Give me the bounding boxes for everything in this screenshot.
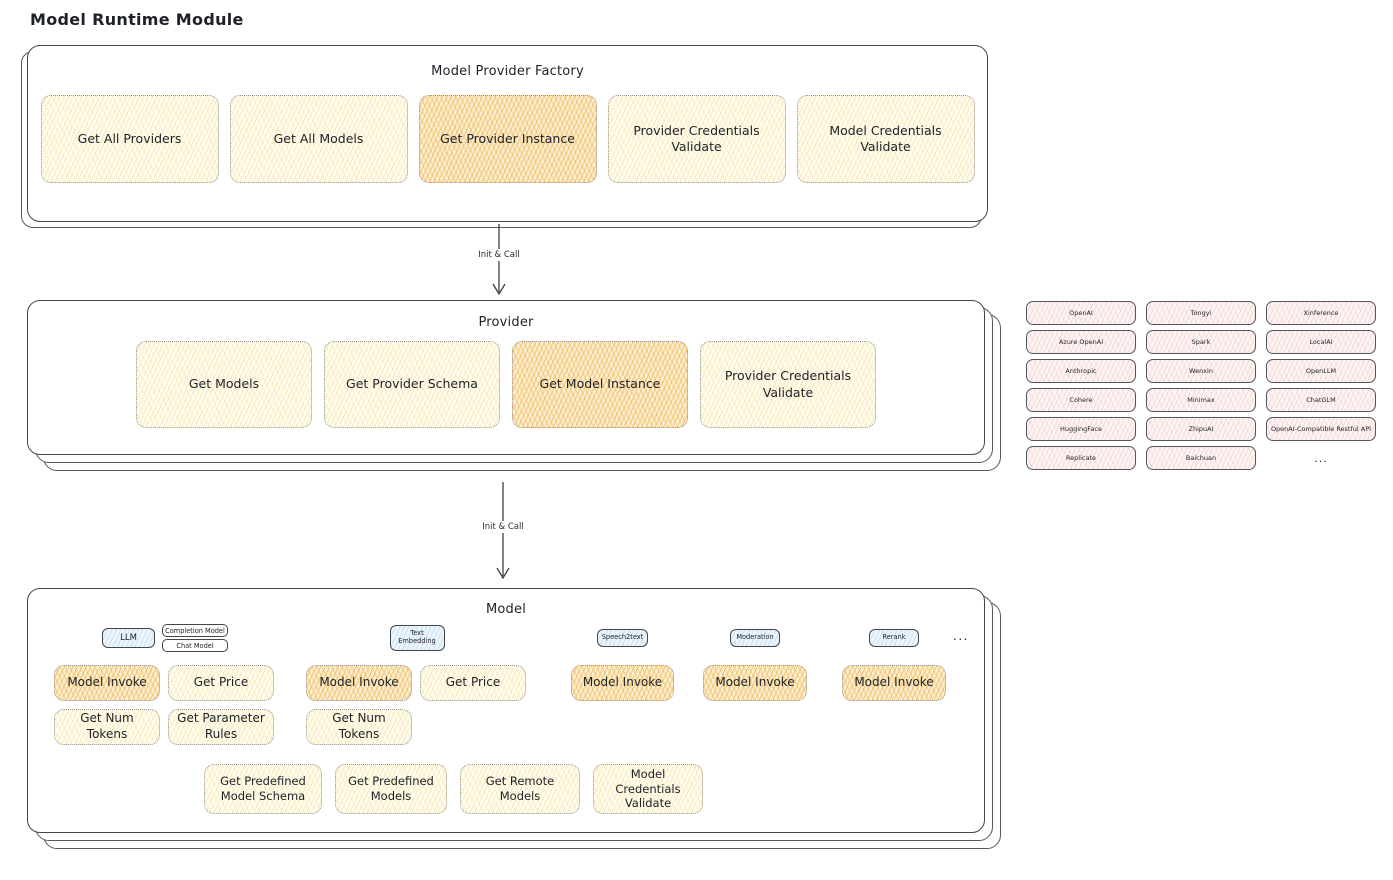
provider-chip-openai-compatible-restful-api: OpenAI-Compatible Restful API	[1266, 417, 1376, 441]
provider-chip-xinference: Xinference	[1266, 301, 1376, 325]
model-node-llm-get-num-tokens: Get Num Tokens	[54, 709, 160, 745]
provider-chip-tongyi: Tongyi	[1146, 301, 1256, 325]
model-group-buttons-moderation: Model Invoke	[703, 665, 807, 701]
model-group-buttons-speech2text: Model Invoke	[571, 665, 674, 701]
provider-title: Provider	[478, 315, 534, 330]
model-group-tabrow-speech2text: Speech2text	[571, 623, 674, 653]
provider-chip-chatglm: ChatGLM	[1266, 388, 1376, 412]
arrow-provider-to-model: Init & Call	[478, 482, 528, 580]
page-title: Model Runtime Module	[30, 10, 244, 29]
factory-node-provider-credentials-validate: Provider Credentials Validate	[607, 95, 786, 183]
provider-chip-cohere: Cohere	[1026, 388, 1136, 412]
model-type-tab-rerank: Rerank	[869, 629, 919, 647]
model-node-moderation-model-invoke: Model Invoke	[703, 665, 807, 701]
model-type-tab-llm: LLM	[102, 628, 155, 648]
model-node-rerank-model-invoke: Model Invoke	[842, 665, 946, 701]
model-node-llm-get-parameter-rules: Get Parameter Rules	[168, 709, 274, 745]
model-title: Model	[485, 602, 527, 617]
provider-node-provider-credentials-validate: Provider Credentials Validate	[700, 341, 876, 428]
more-model-types-ellipsis: ...	[953, 629, 969, 643]
model-node-model-credentials-validate: Model Credentials Validate	[593, 764, 703, 814]
arrow-factory-to-provider: Init & Call	[474, 224, 524, 296]
model-node-text-embedding-get-price: Get Price	[420, 665, 526, 701]
provider-chip-openllm: OpenLLM	[1266, 359, 1376, 383]
factory-node-get-all-models: Get All Models	[229, 95, 408, 183]
factory-box: Model Provider Factory Get All Providers…	[21, 45, 988, 228]
model-node-text-embedding-get-num-tokens: Get Num Tokens	[306, 709, 412, 745]
provider-chip-zhipuai: ZhipuAI	[1146, 417, 1256, 441]
provider-node-get-model-instance: Get Model Instance	[512, 341, 688, 428]
factory-node-get-provider-instance: Get Provider Instance	[418, 95, 597, 183]
model-group-tabrow-moderation: Moderation	[703, 623, 807, 653]
provider-chip-replicate: Replicate	[1026, 446, 1136, 470]
factory-node-get-all-providers: Get All Providers	[40, 95, 219, 183]
arrow-label-init-call: Init & Call	[474, 249, 524, 261]
provider-chip-spark: Spark	[1146, 330, 1256, 354]
provider-chip-localai: LocalAI	[1266, 330, 1376, 354]
provider-chip-openai: OpenAI	[1026, 301, 1136, 325]
model-subtab-chat-model: Chat Model	[162, 639, 228, 652]
provider-chip-wenxin: Wenxin	[1146, 359, 1256, 383]
model-type-tab-moderation: Moderation	[730, 629, 780, 647]
provider-node-get-provider-schema: Get Provider Schema	[324, 341, 500, 428]
model-subtab-completion-model: Completion Model	[162, 624, 228, 637]
model-node-get-remote-models: Get Remote Models	[460, 764, 580, 814]
model-group-buttons-rerank: Model Invoke	[842, 665, 946, 701]
more-providers-ellipsis: ...	[1314, 451, 1328, 465]
model-node-llm-model-invoke: Model Invoke	[54, 665, 160, 701]
factory-node-model-credentials-validate: Model Credentials Validate	[796, 95, 975, 183]
model-node-get-predefined-model-schema: Get Predefined Model Schema	[204, 764, 322, 814]
provider-node-get-models: Get Models	[136, 341, 312, 428]
model-node-text-embedding-model-invoke: Model Invoke	[306, 665, 412, 701]
arrow-label-init-call: Init & Call	[478, 521, 528, 533]
provider-chip-baichuan: Baichuan	[1146, 446, 1256, 470]
factory-title: Model Provider Factory	[431, 64, 584, 79]
model-node-speech2text-model-invoke: Model Invoke	[571, 665, 674, 701]
model-type-tab-speech2text: Speech2text	[596, 629, 649, 647]
provider-chip-huggingface: HuggingFace	[1026, 417, 1136, 441]
model-group-tabrow-text-embedding: Text Embedding	[306, 623, 528, 653]
provider-chip-minimax: Minimax	[1146, 388, 1256, 412]
provider-chip-anthropic: Anthropic	[1026, 359, 1136, 383]
model-node-llm-get-price: Get Price	[168, 665, 274, 701]
model-node-get-predefined-models: Get Predefined Models	[335, 764, 447, 814]
provider-chip-azure-openai: Azure OpenAI	[1026, 330, 1136, 354]
model-type-tab-text-embedding: Text Embedding	[389, 625, 445, 651]
model-bottom-buttons-row: Get Predefined Model Schema Get Predefine…	[204, 764, 703, 814]
model-group-tabrow-rerank: Rerank	[842, 623, 946, 653]
